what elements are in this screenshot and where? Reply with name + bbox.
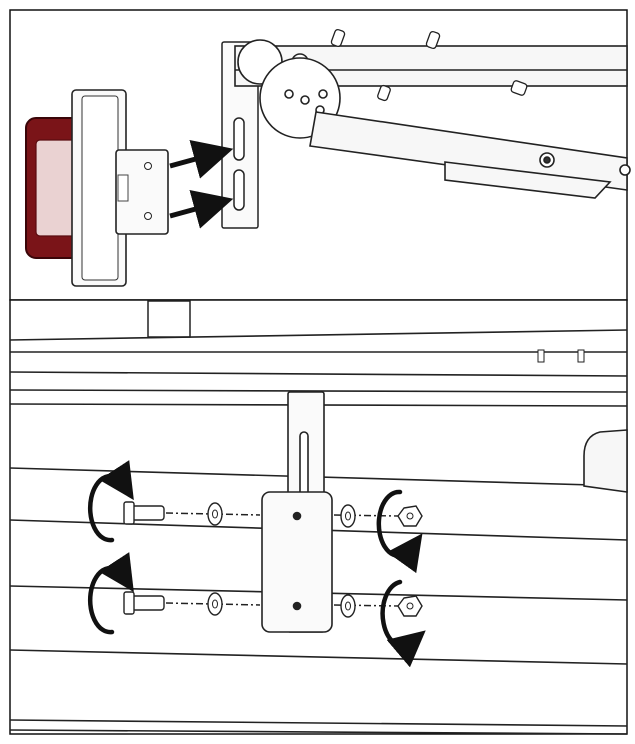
push-arrow-icon (169, 139, 234, 229)
bottom-panel (9, 299, 628, 735)
mount-post (261, 391, 333, 633)
bolt-row-top (123, 501, 423, 528)
right-bracket-end (583, 429, 628, 493)
bolt-row-bottom (123, 591, 423, 618)
studs (330, 28, 528, 102)
bolt (129, 595, 165, 611)
tail-lamp (25, 89, 169, 287)
rotate-clockwise-arrow-icon (87, 460, 426, 668)
top-panel (9, 9, 631, 301)
bolt (129, 505, 165, 521)
upper-arm (234, 39, 628, 139)
lower-arm (309, 111, 631, 199)
lamp-plate (115, 149, 169, 235)
top-stub (147, 300, 191, 338)
mount-bracket (221, 41, 259, 229)
